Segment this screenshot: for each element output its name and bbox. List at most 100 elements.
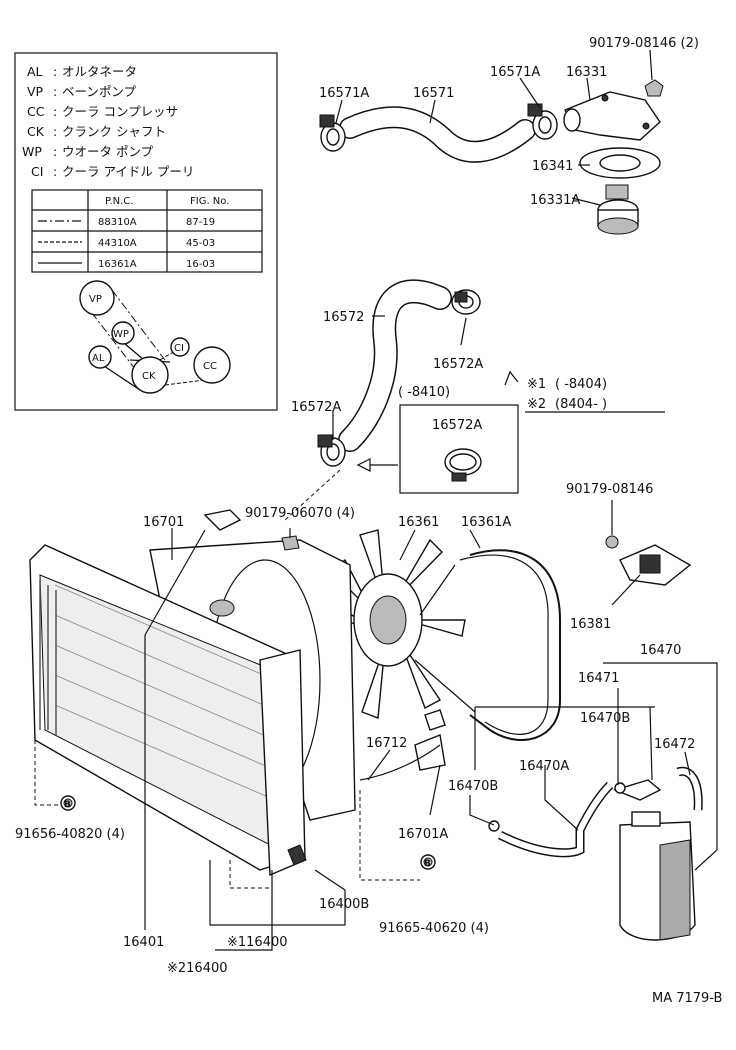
label-16572a-top: 16572A <box>433 357 483 372</box>
label-16572a-mid: 16572A <box>291 400 341 415</box>
abbr-code-al: AL <box>27 64 43 79</box>
fan-16361 <box>319 529 466 719</box>
label-16400-1: ※116400 <box>227 935 288 950</box>
pulley-label-vp: VP <box>89 294 102 305</box>
pulley-label-cc: CC <box>203 361 217 372</box>
table-header-fig: FIG. No. <box>190 196 229 207</box>
label-16341: 16341 <box>532 159 573 174</box>
hose-16472 <box>677 768 702 811</box>
pulley-label-ci: CI <box>174 343 184 354</box>
table-header-pnc: P.N.C. <box>105 196 133 207</box>
drain-cock-16400b <box>287 844 307 866</box>
reservoir-assembly <box>488 766 703 941</box>
pulley-label-ck: CK <box>142 371 156 382</box>
cap-16470b <box>612 779 662 801</box>
abbr-code-ci: CI <box>31 164 43 179</box>
table-pnc-3: 16361A <box>98 259 137 270</box>
label-16470b-left: 16470B <box>448 779 498 794</box>
abbr-name-vp: ベーンポンプ <box>62 84 137 99</box>
thermostat-16331a <box>597 184 639 235</box>
legend-frame <box>14 52 278 411</box>
hose-16571 <box>340 107 535 162</box>
abbr-sep: : <box>53 144 57 159</box>
bolt-mark-label: B <box>424 859 431 869</box>
leader-lines <box>34 49 718 951</box>
label-16571a-left: 16571A <box>319 86 369 101</box>
belt-routing-diagram: VP WP AL CK CI CC <box>79 280 231 394</box>
bolt-mark-label: B <box>64 800 71 810</box>
radiator-cap-16401 <box>203 509 242 531</box>
label-91665-40620: 91665-40620 (4) <box>379 921 489 936</box>
label-16470: 16470 <box>640 643 681 658</box>
table-fig-3: 16-03 <box>186 259 215 270</box>
label-16572a-box: 16572A <box>432 418 482 433</box>
table-fig-2: 45-03 <box>186 238 215 249</box>
label-91656-40820: 91656-40820 (4) <box>15 827 125 842</box>
label-16400-2: ※216400 <box>167 961 228 976</box>
bolt-mark-right: B <box>420 854 436 870</box>
label-90179-08146-2: 90179-08146 (2) <box>589 36 699 51</box>
label-16361: 16361 <box>398 515 439 530</box>
abbr-name-wp: ウオータ ポンプ <box>62 144 154 159</box>
abbr-code-ck: CK <box>27 124 45 139</box>
table-fig-1: 87-19 <box>186 217 215 228</box>
label-16701: 16701 <box>143 515 184 530</box>
note-range: ( -8410) <box>398 385 450 400</box>
label-16361a: 16361A <box>461 515 511 530</box>
abbr-name-ck: クランク シャフト <box>62 124 166 139</box>
note-1-mark: ※1 <box>527 377 546 392</box>
table-pnc-2: 44310A <box>98 238 137 249</box>
abbr-sep: : <box>53 164 57 179</box>
abbr-sep: : <box>53 124 57 139</box>
note-2-mark: ※2 <box>527 397 546 412</box>
part-labels: 16571A 16571 16571A 16331 90179-08146 (2… <box>15 36 722 1006</box>
label-16701a: 16701A <box>398 827 448 842</box>
label-16381: 16381 <box>570 617 611 632</box>
pulley-label-al: AL <box>92 353 105 364</box>
upper-hose-assembly <box>319 79 664 235</box>
lower-hose-assembly <box>284 279 519 521</box>
label-16572: 16572 <box>323 310 364 325</box>
nut-90179-08146 <box>605 535 619 549</box>
label-16571a-right: 16571A <box>490 65 540 80</box>
label-16470b-right: 16470B <box>580 711 630 726</box>
clip-16470b-right <box>614 782 626 794</box>
fan-assembly <box>319 529 692 741</box>
table-pnc-1: 88310A <box>98 217 137 228</box>
label-16712: 16712 <box>366 736 407 751</box>
hose-16470a <box>498 782 613 856</box>
pulley-cc <box>193 346 231 384</box>
abbr-code-vp: VP <box>27 84 44 99</box>
label-16400b: 16400B <box>319 897 369 912</box>
abbr-sep: : <box>53 84 57 99</box>
label-16331: 16331 <box>566 65 607 80</box>
bolt-90179-06070 <box>281 535 300 551</box>
bolt-90179-08146-top <box>644 79 664 97</box>
pulley-ci <box>170 337 190 357</box>
pulley-wp <box>111 321 135 345</box>
pulley-ck <box>131 356 169 394</box>
hose-16572 <box>339 280 451 451</box>
label-90179-08146: 90179-08146 <box>566 482 653 497</box>
footer-diagram-code: MA 7179-B <box>652 991 722 1006</box>
pulley-vp <box>79 280 115 316</box>
belt-16361a <box>459 554 549 735</box>
pulley-label-wp: WP <box>113 329 129 340</box>
clamp-detail-box <box>399 404 519 494</box>
abbr-sep: : <box>53 104 57 119</box>
abbr-sep: : <box>53 64 57 79</box>
label-90179-06070: 90179-06070 (4) <box>245 506 355 521</box>
radiator-assembly <box>29 509 446 877</box>
label-16571: 16571 <box>413 86 454 101</box>
abbr-name-ci: クーラ アイドル プーリ <box>62 164 194 179</box>
label-16470a: 16470A <box>519 759 569 774</box>
label-16331a: 16331A <box>530 193 580 208</box>
pipe-16381 <box>605 535 692 586</box>
abbr-name-cc: クーラ コンプレッサ <box>62 104 178 119</box>
line-type-table: P.N.C. FIG. No. 88310A 87-19 44310A 45-0… <box>31 189 263 273</box>
clip-16470b-left <box>488 820 500 832</box>
note-1-text: ( -8404) <box>555 377 607 392</box>
abbr-code-wp: WP <box>22 144 42 159</box>
note-2-text: (8404- ) <box>555 397 607 412</box>
